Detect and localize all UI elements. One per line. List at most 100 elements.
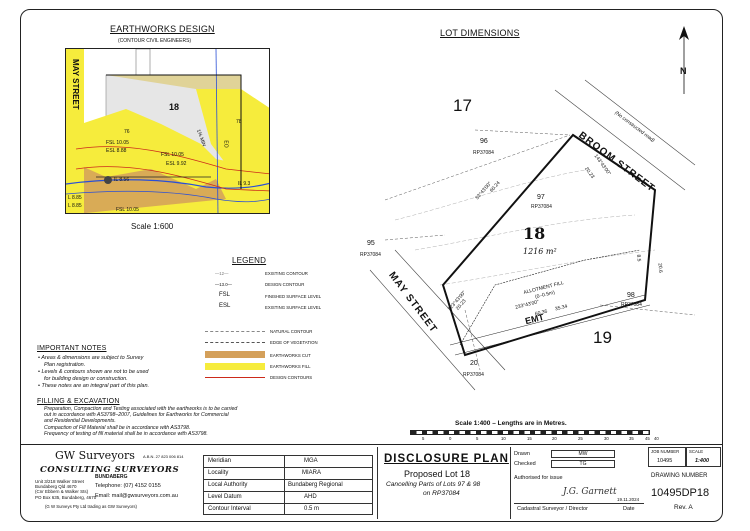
- company-tagline: CONSULTING SURVEYORS: [40, 465, 180, 475]
- legend-item-text: EXISTING SURFACE LEVEL: [265, 305, 322, 310]
- filling-line: Preparation, Compaction and Testing asso…: [44, 406, 238, 412]
- scale-tick: 10: [501, 436, 506, 441]
- scale-tick: 45: [645, 436, 650, 441]
- info-value: Bundaberg Regional: [288, 482, 343, 488]
- lot-97-label: 97: [537, 194, 545, 201]
- north-arrow: N: [677, 26, 691, 96]
- company-address: Unit 3/218 Walker Street Bundaberg Qld 4…: [35, 479, 96, 500]
- scale-value: 1:400: [695, 458, 710, 464]
- ew-label-il1: IL 8.56: [114, 177, 130, 183]
- info-label: Contour Interval: [208, 506, 251, 512]
- info-value: AHD: [304, 494, 317, 500]
- company-abn: A.B.N. 27 823 006 814: [143, 454, 184, 459]
- address-line: PO Box 635, Bundaberg, 4670: [35, 494, 97, 500]
- lot-95-rp: RP37084: [360, 252, 381, 258]
- ew-label-l2: L 8.85: [68, 203, 82, 209]
- info-row: Level Datum AHD: [204, 492, 372, 504]
- drawn-label: Drawn: [514, 451, 530, 457]
- lot-dimensions-drawing: [369, 79, 696, 391]
- lot-95-label: 95: [367, 240, 375, 247]
- info-row: Local Authority Bundaberg Regional: [204, 480, 372, 492]
- scale-tick: 25: [578, 436, 583, 441]
- legend-item-text: EARTHWORKS FILL: [270, 364, 311, 369]
- address-line: Bundaberg Qld 4670: [35, 484, 77, 490]
- info-value: 0.5 m: [304, 506, 320, 512]
- info-label: Level Datum: [208, 494, 242, 500]
- company-trading: (G W Surveys Pty Ltd trading as GW Surve…: [45, 504, 137, 509]
- lot-18-area: 1216 m²: [523, 247, 557, 256]
- drawn-value: MW: [551, 450, 615, 458]
- ew-label-76: 76: [124, 129, 130, 135]
- earthworks-street-label: MAY STREET: [71, 59, 80, 110]
- plan-cancel-line2: on RP37084: [423, 490, 460, 497]
- company-name: GW Surveyors: [55, 449, 135, 462]
- lot-98-label: 98: [627, 292, 635, 299]
- scale-bar: [410, 430, 650, 435]
- filling-line: Frequency of testing of fill material sh…: [44, 430, 208, 437]
- filling-line: and Residential Developments.: [44, 418, 116, 425]
- plan-cancel-line1: Cancelling Parts of Lots 97 & 98: [386, 481, 481, 488]
- scale-tick: 40: [654, 436, 659, 441]
- scale-caption: Scale 1:400 – Lengths are in Metres.: [455, 420, 567, 427]
- info-label: Meridian: [208, 458, 232, 464]
- legend-vegetation-line: [205, 342, 265, 343]
- revision-value: Rev. A: [674, 504, 693, 511]
- lot-98-rp: RP37084: [621, 302, 642, 308]
- drawing-number-value: 10495DP18: [651, 487, 710, 499]
- earthworks-scale: Scale 1:600: [131, 222, 174, 231]
- title-block-top-rule: [21, 444, 722, 445]
- plan-title: DISCLOSURE PLAN: [384, 453, 509, 465]
- legend-item-text: EARTHWORKS CUT: [270, 353, 311, 358]
- job-number-value: 10495: [657, 458, 673, 464]
- legend-item-text: DESIGN CONTOUR: [265, 282, 305, 287]
- note-line: • Areas & dimensions are subject to Surv…: [38, 355, 144, 361]
- notes-title: IMPORTANT NOTES: [37, 345, 107, 352]
- filling-line: out in accordance with AS3798–2007, Guid…: [44, 412, 229, 419]
- info-row: Meridian MGA: [204, 456, 372, 468]
- legend-item-text: NATURAL CONTOUR: [270, 329, 313, 334]
- ew-label-fsl3: FSL 10.05: [116, 207, 139, 213]
- checked-label: Checked: [514, 461, 536, 467]
- legend-title: LEGEND: [232, 256, 267, 265]
- company-phone: Telephone: (07) 4152 0155: [95, 483, 161, 489]
- note-line: for building design or construction.: [44, 376, 128, 382]
- company-email: Email: mail@gwsurveyors.com.au: [95, 493, 178, 499]
- legend-fill-swatch: [205, 363, 265, 370]
- signer-role: Cadastral Surveyor / Director: [517, 506, 588, 512]
- ew-label-il2: IL 9.3: [238, 181, 251, 187]
- earthworks-subtitle: (CONTOUR CIVIL ENGINEERS): [118, 38, 192, 44]
- lot-dimensions-title: LOT DIMENSIONS: [440, 28, 520, 38]
- note-line: • Levels & contours shown are not to be …: [38, 369, 149, 375]
- address-line: Unit 3/218 Walker Street: [35, 479, 84, 484]
- lot-20-label: 20: [470, 360, 478, 367]
- info-divider: [284, 456, 285, 515]
- info-value: MIARA: [302, 470, 322, 476]
- legend-sym: —13.0—: [215, 282, 232, 287]
- sign-date: 19.11.2024: [617, 497, 640, 502]
- info-label: Local Authority: [208, 482, 248, 488]
- scale-tick: 30: [604, 436, 609, 441]
- legend-item-text: DESIGN CONTOURS: [270, 375, 313, 380]
- note-line: • These notes are an integral part of th…: [38, 383, 150, 389]
- company-block: GW Surveyors A.B.N. 27 823 006 814 CONSU…: [25, 447, 200, 519]
- lot-96-label: 96: [480, 138, 488, 145]
- drawing-number-label: DRAWING NUMBER: [651, 473, 708, 479]
- surveyor-signature: J.G. Garnett: [563, 487, 617, 497]
- info-value: MGA: [304, 458, 318, 464]
- info-row: Locality MIARA: [204, 468, 372, 480]
- legend-item-text: EDGE OF VEGETATION: [270, 340, 318, 345]
- ew-label-78: 78: [236, 119, 242, 125]
- filling-text: Preparation, Compaction and Testing asso…: [44, 406, 237, 437]
- lot-18-number: 18: [523, 224, 546, 243]
- info-row: Contour Interval 0.5 m: [204, 504, 372, 515]
- scale-tick: 5: [476, 436, 479, 441]
- earthworks-lot-number: 18: [169, 102, 180, 112]
- legend-natural-contour-line: [205, 331, 265, 332]
- scale-label: SCALE: [689, 449, 704, 454]
- distance-d2: 8.5: [635, 254, 642, 262]
- legend-code: FSL: [219, 292, 231, 298]
- ew-label-fsl2: FSL 10.05: [161, 152, 184, 158]
- ew-label-fsl1: FSL 10.05: [106, 140, 129, 146]
- job-number-label: JOB NUMBER: [651, 449, 680, 454]
- address-line: (Cnr Ebbern & Walker Sts): [35, 489, 89, 495]
